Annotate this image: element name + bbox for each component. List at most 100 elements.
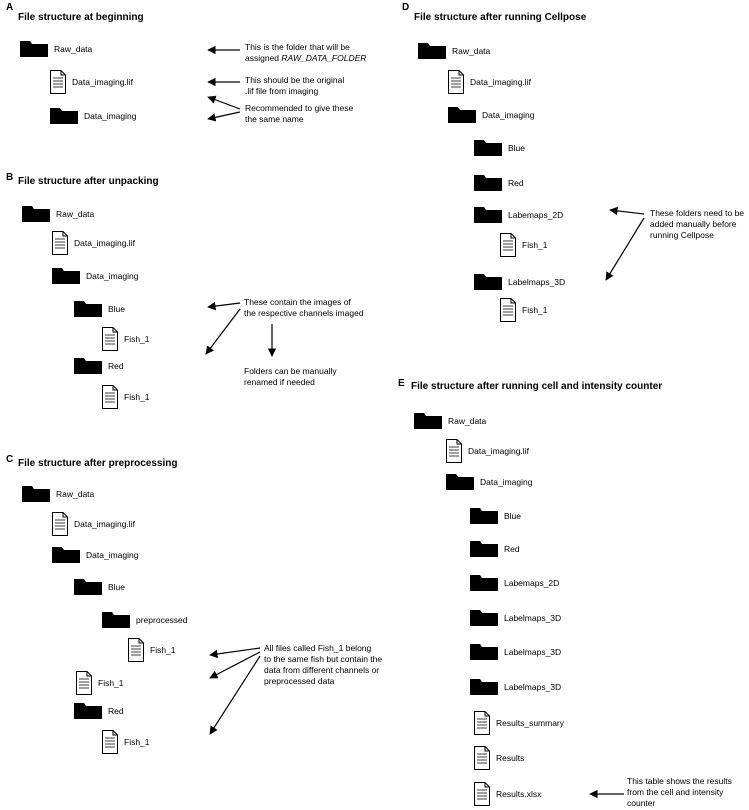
tree-item-file: Fish_1 xyxy=(76,671,124,695)
folder-icon xyxy=(414,413,442,429)
file-icon xyxy=(76,671,92,695)
tree-item-folder: Raw_data xyxy=(22,486,94,502)
file-icon xyxy=(446,439,462,463)
file-icon xyxy=(52,231,68,255)
tree-item-folder: Raw_data xyxy=(418,43,490,59)
tree-item-file: Results.xlsx xyxy=(474,782,541,806)
tree-item-file: Fish_1 xyxy=(102,385,150,409)
folder-icon xyxy=(52,268,80,284)
panel-title: File structure after running Cellpose xyxy=(414,12,587,23)
tree-item-folder: Raw_data xyxy=(20,41,92,57)
tree-item-folder: Labelmaps_3D xyxy=(470,644,561,660)
tree-item-folder: Raw_data xyxy=(22,206,94,222)
arrow-line xyxy=(209,647,261,659)
folder-icon xyxy=(74,358,102,374)
panel-letter: C xyxy=(6,454,14,465)
tree-item-folder: Data_imaging xyxy=(52,268,138,284)
file-icon xyxy=(52,512,68,536)
folder-icon xyxy=(470,679,498,695)
arrow-line xyxy=(609,206,645,216)
tree-item-folder: Data_imaging xyxy=(52,547,138,563)
folder-icon xyxy=(474,140,502,156)
folder-icon xyxy=(418,43,446,59)
folder-icon xyxy=(102,612,130,628)
arrow-line xyxy=(209,655,261,735)
file-icon xyxy=(474,782,490,806)
panel-title: File structure after unpacking xyxy=(18,176,159,187)
folder-icon xyxy=(470,575,498,591)
arrow-line xyxy=(605,217,645,281)
folder-icon xyxy=(470,610,498,626)
folder-icon xyxy=(474,207,502,223)
folder-icon xyxy=(470,508,498,524)
tree-item-folder: Data_imaging xyxy=(446,474,532,490)
file-icon xyxy=(102,327,118,351)
panel-title: File structure after preprocessing xyxy=(18,458,178,469)
folder-icon xyxy=(448,107,476,123)
folder-icon xyxy=(74,703,102,719)
folder-icon xyxy=(446,474,474,490)
file-icon xyxy=(50,70,66,94)
tree-item-file: Data_imaging.lif xyxy=(446,439,529,463)
panel-letter: D xyxy=(402,2,410,13)
folder-icon xyxy=(20,41,48,57)
folder-icon xyxy=(74,579,102,595)
arrow-line xyxy=(207,301,241,311)
folder-icon xyxy=(474,175,502,191)
tree-item-file: Results xyxy=(474,746,524,770)
tree-item-folder: Raw_data xyxy=(414,413,486,429)
tree-item-file: Fish_1 xyxy=(102,730,150,754)
arrow-line xyxy=(209,651,261,679)
file-icon xyxy=(474,711,490,735)
file-icon xyxy=(474,746,490,770)
tree-item-file: Data_imaging.lif xyxy=(50,70,133,94)
file-icon xyxy=(500,233,516,257)
tree-item-file: Fish_1 xyxy=(102,327,150,351)
tree-item-folder: Labemaps_2D xyxy=(470,575,559,591)
folder-icon xyxy=(22,486,50,502)
tree-item-folder: Red xyxy=(470,541,520,557)
annotation-note: This should be the original.lif file fro… xyxy=(245,75,345,96)
tree-item-file: Data_imaging.lif xyxy=(52,512,135,536)
tree-item-folder: Blue xyxy=(74,579,125,595)
tree-item-folder: Labelmaps_3D xyxy=(470,679,561,695)
folder-icon xyxy=(470,644,498,660)
tree-item-folder: Blue xyxy=(470,508,521,524)
folder-icon xyxy=(74,301,102,317)
tree-item-folder: Red xyxy=(74,358,124,374)
panel-letter: E xyxy=(398,378,405,389)
file-icon xyxy=(448,70,464,94)
arrow-line xyxy=(207,95,241,110)
panel-title: File structure after running cell and in… xyxy=(411,381,663,392)
folder-icon xyxy=(22,206,50,222)
tree-item-file: Results_summary xyxy=(474,711,564,735)
tree-item-file: Fish_1 xyxy=(500,298,548,322)
tree-item-folder: Blue xyxy=(474,140,525,156)
tree-item-folder: Red xyxy=(474,175,524,191)
tree-item-folder: Data_imaging xyxy=(50,108,136,124)
panel-letter: B xyxy=(6,172,14,183)
tree-item-folder: Labemaps_2D xyxy=(474,207,563,223)
tree-item-file: Fish_1 xyxy=(500,233,548,257)
arrow-line xyxy=(207,111,241,122)
tree-item-file: Data_imaging.lif xyxy=(448,70,531,94)
folder-icon xyxy=(474,274,502,290)
tree-item-folder: preprocessed xyxy=(102,612,188,628)
tree-item-file: Data_imaging.lif xyxy=(52,231,135,255)
tree-item-folder: Data_imaging xyxy=(448,107,534,123)
tree-item-folder: Red xyxy=(74,703,124,719)
file-icon xyxy=(102,730,118,754)
file-icon xyxy=(102,385,118,409)
panel-title: File structure at beginning xyxy=(18,12,144,23)
tree-item-folder: Labelmaps_3D xyxy=(474,274,565,290)
tree-item-folder: Blue xyxy=(74,301,125,317)
arrow-line xyxy=(205,308,241,355)
tree-item-file: Fish_1 xyxy=(128,638,176,662)
file-icon xyxy=(128,638,144,662)
